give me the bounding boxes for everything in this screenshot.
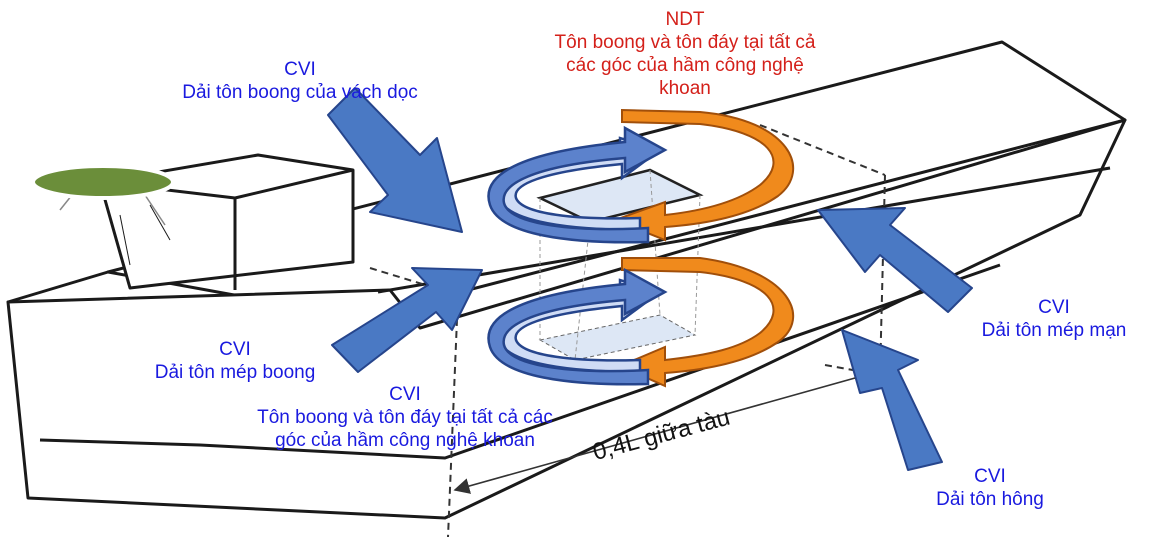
ndt-top-label: NDT Tôn boong và tôn đáy tại tất cả các …: [515, 8, 855, 100]
ndt-top-line-3: khoan: [659, 78, 711, 99]
cvi-mid-left-title: CVI: [219, 339, 251, 360]
blue-arrow-icon: [327, 87, 973, 471]
cvi-mid-left-label: CVI Dải tôn mép boong: [120, 338, 350, 384]
dimension-line: [453, 377, 856, 494]
cvi-bottom-mid-label: CVI Tôn boong và tôn đáy tại tất cả các …: [210, 383, 600, 452]
cvi-top-left-label: CVI Dải tôn boong của vách dọc: [150, 58, 450, 104]
ndt-top-line-2: các góc của hầm công nghệ: [566, 55, 804, 76]
cvi-right-title: CVI: [1038, 297, 1070, 318]
cvi-bottom-mid-line-1: Tôn boong và tôn đáy tại tất cả các: [257, 407, 553, 428]
blue-curved-arrow-icon: [487, 125, 668, 386]
cvi-right-line-1: Dải tôn mép mạn: [981, 320, 1127, 341]
orange-curved-arrow-icon: [612, 108, 795, 388]
cvi-top-left-line-1: Dải tôn boong của vách dọc: [182, 82, 418, 103]
cvi-bottom-right-title: CVI: [974, 466, 1006, 487]
cvi-bottom-right-line-1: Dải tôn hông: [936, 489, 1044, 510]
cvi-bottom-mid-title: CVI: [389, 384, 421, 405]
ndt-top-line-1: Tôn boong và tôn đáy tại tất cả: [554, 32, 816, 53]
cvi-mid-left-line-1: Dải tôn mép boong: [154, 362, 316, 383]
cvi-bottom-mid-line-2: góc của hầm công nghệ khoan: [275, 430, 535, 451]
cvi-top-left-title: CVI: [284, 59, 316, 80]
cvi-right-label: CVI Dải tôn mép mạn: [955, 296, 1153, 342]
helideck-icon: [31, 164, 175, 226]
cvi-bottom-right-label: CVI Dải tôn hông: [905, 465, 1075, 511]
ndt-top-title: NDT: [665, 9, 705, 30]
